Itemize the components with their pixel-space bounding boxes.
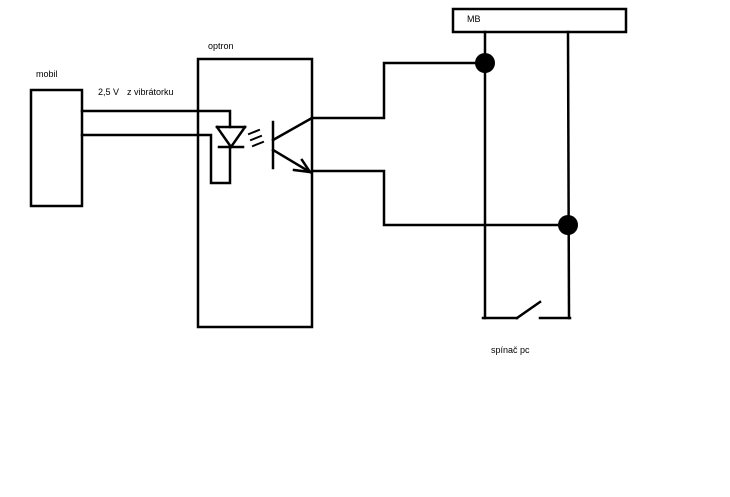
wire-mobil-led-bottom <box>80 133 232 185</box>
phototransistor-icon <box>271 116 314 174</box>
pc-switch-icon <box>481 300 572 320</box>
led-icon <box>215 125 265 150</box>
mobil-label: mobil <box>36 69 58 79</box>
junction-dot-top <box>475 53 495 73</box>
optron-box <box>196 57 314 329</box>
vibrator-label: z vibrátorku <box>127 87 174 97</box>
mb-box <box>451 7 628 34</box>
voltage-label: 2,5 V <box>98 87 120 97</box>
wire-emitter-mb <box>310 169 570 227</box>
mobil-box <box>29 88 84 208</box>
optron-label: optron <box>208 41 234 51</box>
wire-mobil-led-top <box>80 109 232 129</box>
pc-switch-label: spínač pc <box>491 345 530 355</box>
junction-dot-bottom <box>558 215 578 235</box>
mb-label: MB <box>467 14 481 24</box>
mb-line-right <box>566 30 571 320</box>
wire-collector-mb <box>310 61 487 120</box>
